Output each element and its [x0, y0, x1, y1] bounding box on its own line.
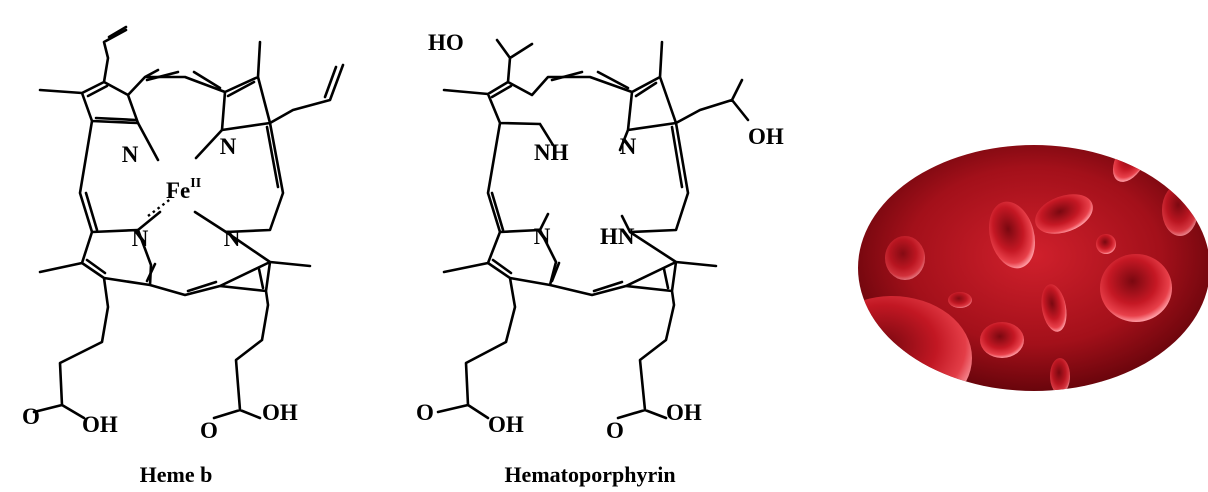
- blood-cell-large-left: [858, 296, 972, 391]
- hp-n-top-right: N: [620, 134, 637, 159]
- heme-metal-label: FeII: [166, 176, 201, 203]
- heme-n-bottom-right: N: [224, 226, 241, 251]
- heme-acid-left-oh: OH: [82, 412, 118, 437]
- heme-b-structure: [32, 25, 345, 420]
- heme-b-caption: Heme b: [140, 462, 213, 487]
- hp-acid-right-oh: OH: [666, 400, 702, 425]
- hp-acid-left-oh: OH: [488, 412, 524, 437]
- hp-oh-right: OH: [748, 124, 784, 149]
- hematoporphyrin-structure: [436, 38, 750, 420]
- heme-metal-oxidation: II: [190, 176, 201, 191]
- heme-acid-left-o: O: [22, 404, 40, 429]
- heme-metal: Fe: [166, 178, 190, 203]
- heme-acid-right-oh: OH: [262, 400, 298, 425]
- blood-cell: [1100, 254, 1172, 322]
- hematoporphyrin-caption: Hematoporphyrin: [504, 462, 675, 487]
- heme-n-bottom-left: N: [132, 226, 149, 251]
- blood-cell: [980, 322, 1024, 358]
- blood-cell: [988, 201, 1036, 269]
- heme-n-top-left: N: [122, 142, 139, 167]
- blood-cell: [885, 236, 925, 280]
- blood-cell: [1162, 184, 1198, 236]
- hp-ho-top: HO: [428, 30, 464, 55]
- hp-acid-left-o: O: [416, 400, 434, 425]
- blood-cell: [1041, 284, 1067, 332]
- blood-cell: [1096, 234, 1116, 254]
- heme-acid-right-o: O: [200, 418, 218, 443]
- hp-acid-right-o: O: [606, 418, 624, 443]
- hp-nh-top-left: NH: [534, 140, 569, 165]
- blood-cell: [1035, 194, 1093, 234]
- heme-n-top-right: N: [220, 134, 237, 159]
- hp-hn-bottom-right: HN: [600, 224, 635, 249]
- blood-cell: [948, 292, 972, 308]
- blood-cell: [1050, 358, 1070, 391]
- red-blood-cells-image: [858, 145, 1208, 391]
- hp-n-bottom-left: N: [534, 224, 551, 249]
